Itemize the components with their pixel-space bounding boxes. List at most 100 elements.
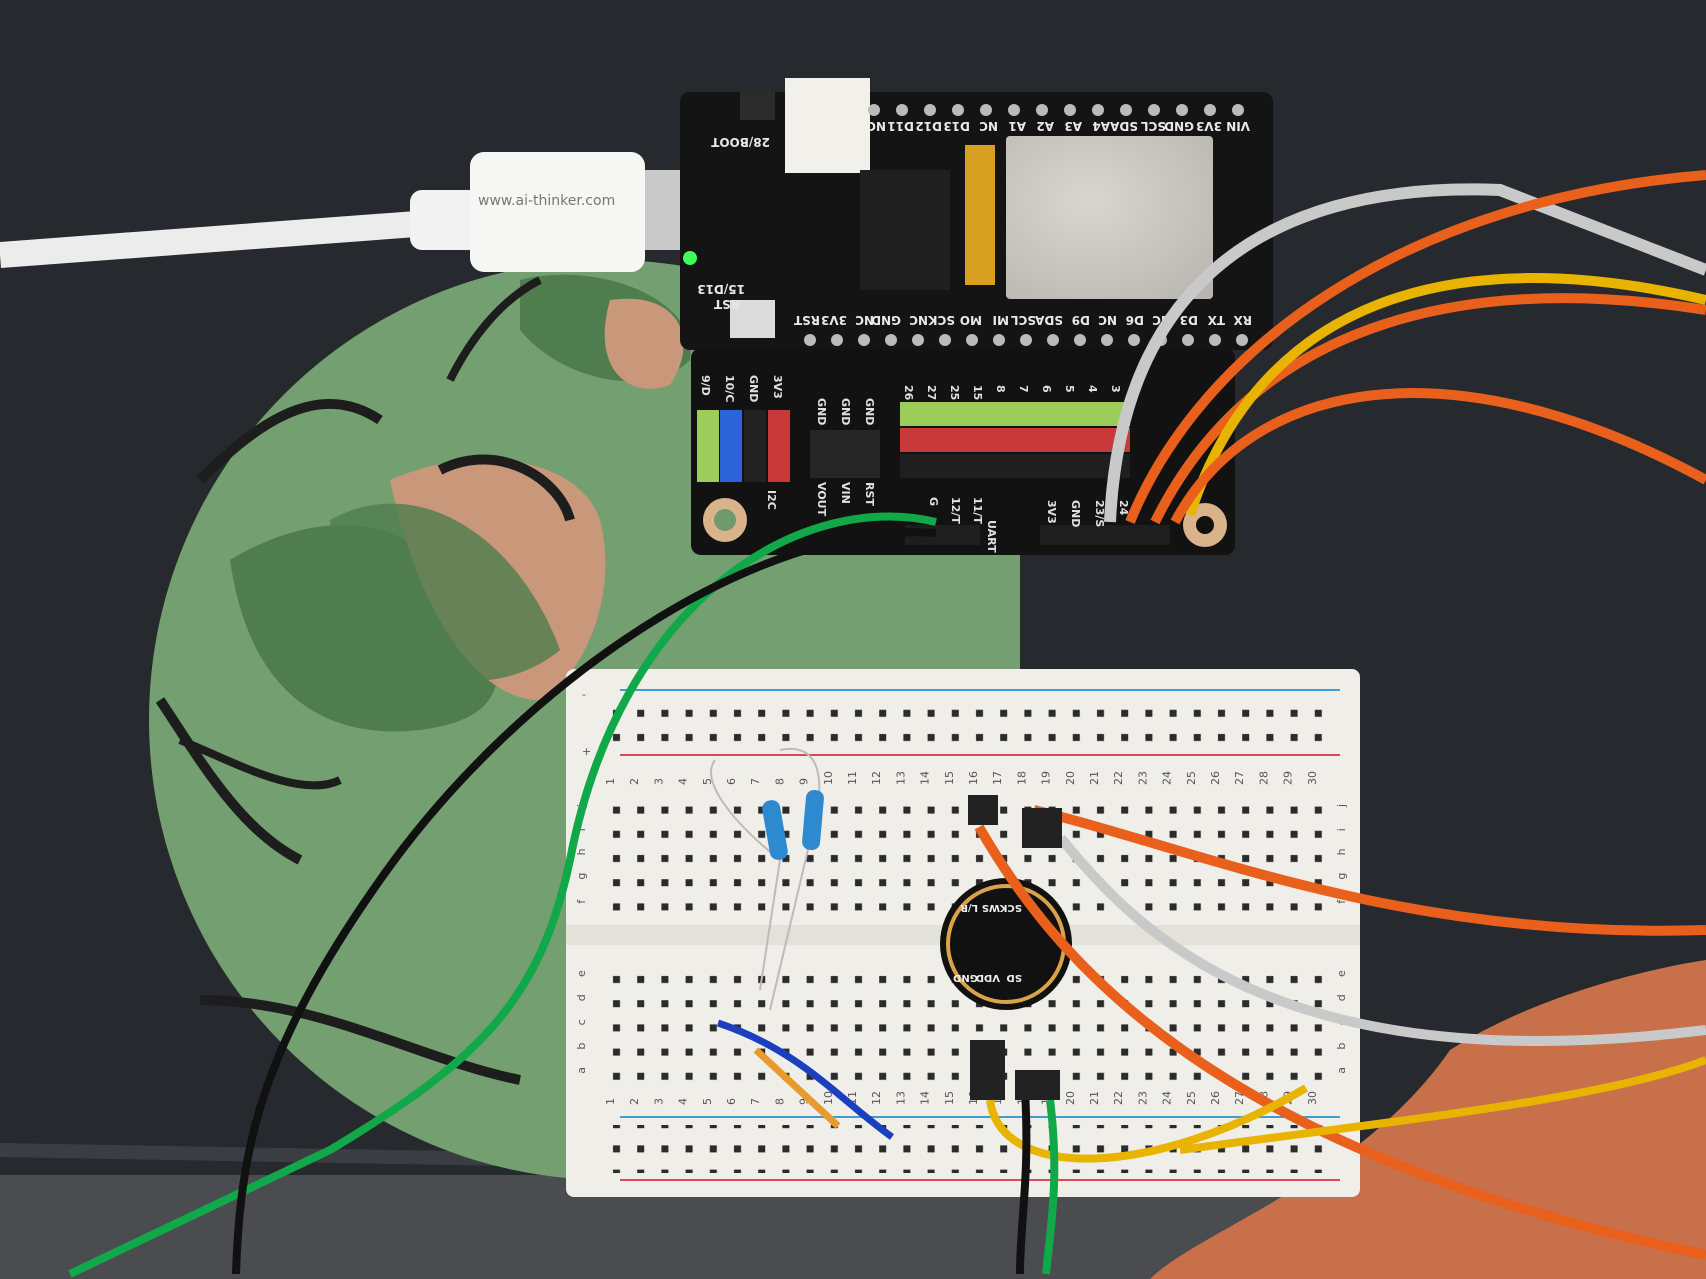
resistor bbox=[769, 747, 824, 1011]
wire-yellow bbox=[986, 1084, 1309, 1163]
pin-label: MO bbox=[960, 313, 982, 327]
rail-minus-label: - bbox=[582, 688, 586, 701]
column-number: 13 bbox=[894, 771, 907, 785]
header-pin bbox=[1176, 104, 1188, 116]
row-letter: d bbox=[1335, 994, 1348, 1001]
pin-label: NC bbox=[979, 119, 998, 133]
column-number: 22 bbox=[1112, 771, 1125, 785]
column-number: 12 bbox=[870, 771, 883, 785]
gpio-label: 4 bbox=[1086, 385, 1099, 393]
wire-orange bbox=[1170, 388, 1706, 525]
pin-label: NC bbox=[855, 313, 874, 327]
column-number: 6 bbox=[725, 1098, 738, 1105]
fpc-connector bbox=[965, 145, 995, 285]
pin-label: TX bbox=[1207, 313, 1225, 327]
header-pin bbox=[896, 104, 908, 116]
pin-label: GND bbox=[871, 313, 901, 327]
wire-orange bbox=[974, 824, 1706, 1260]
uart-pin-label: 12/T bbox=[949, 497, 962, 524]
column-number: 15 bbox=[943, 771, 956, 785]
column-number: 30 bbox=[1306, 1091, 1319, 1105]
column-number: 3 bbox=[652, 1098, 665, 1105]
header-pin bbox=[1232, 104, 1244, 116]
pin-label: SDA bbox=[1034, 313, 1063, 327]
uart-label: UART bbox=[985, 520, 998, 553]
shield-label: 9/D bbox=[699, 375, 712, 396]
wire-orange bbox=[1032, 805, 1706, 936]
header-pin bbox=[1064, 104, 1076, 116]
dupont-connector bbox=[1015, 1070, 1060, 1100]
column-number: 7 bbox=[749, 1098, 762, 1105]
shield-label: GND bbox=[863, 398, 876, 425]
gpio-label: 5 bbox=[1063, 385, 1076, 393]
wire-yellow bbox=[1179, 1056, 1706, 1154]
column-number: 13 bbox=[894, 1091, 907, 1105]
pin-label: D13 bbox=[943, 119, 970, 133]
row-letter: d bbox=[575, 994, 588, 1001]
header-pin bbox=[980, 104, 992, 116]
row-letter: a bbox=[575, 1067, 588, 1074]
column-number: 24 bbox=[1161, 771, 1174, 785]
gpio-label: 25 bbox=[948, 385, 961, 400]
pin-label: D6 bbox=[1126, 313, 1144, 327]
gpio-label: 7 bbox=[1017, 385, 1030, 393]
header-pin bbox=[1008, 104, 1020, 116]
resistor bbox=[710, 759, 788, 991]
dupont-connector bbox=[968, 795, 998, 825]
dev-board: 28/BOOT 15/D13 RST VIN3V3GNDSCLSDAA4A3A2… bbox=[680, 78, 1273, 350]
reset-button[interactable] bbox=[730, 300, 775, 338]
i2c-label: I2C bbox=[765, 490, 778, 510]
column-number: 23 bbox=[1136, 771, 1149, 785]
column-number: 7 bbox=[749, 778, 762, 785]
spi-pin-label: 23/S bbox=[1093, 500, 1106, 527]
column-number: 14 bbox=[919, 771, 932, 785]
column-number: 10 bbox=[822, 771, 835, 785]
column-number: 8 bbox=[773, 778, 786, 785]
column-number: 23 bbox=[1136, 1091, 1149, 1105]
wire-orange bbox=[1150, 293, 1706, 525]
pin-label: A3 bbox=[1064, 119, 1082, 133]
column-number: 1 bbox=[604, 778, 617, 785]
header-pin bbox=[868, 104, 880, 116]
mic-pin-label: L/R bbox=[960, 902, 978, 913]
header-pin bbox=[1128, 334, 1140, 346]
header-pin bbox=[804, 334, 816, 346]
battery-connector bbox=[785, 78, 870, 173]
pin-label: D3 bbox=[1180, 313, 1198, 327]
column-number: 10 bbox=[822, 1091, 835, 1105]
gpio-label: 27 bbox=[925, 385, 938, 400]
header-pin bbox=[1092, 104, 1104, 116]
column-number: 27 bbox=[1233, 771, 1246, 785]
column-number: 2 bbox=[628, 778, 641, 785]
shield-label: 10/C bbox=[723, 375, 736, 402]
esp-module bbox=[1006, 136, 1213, 299]
column-number: 21 bbox=[1088, 771, 1101, 785]
gpio-label: 6 bbox=[1040, 385, 1053, 393]
pin-label: SDA bbox=[1109, 119, 1138, 133]
shield-label: GND bbox=[815, 398, 828, 425]
header-pin bbox=[1047, 334, 1059, 346]
header-pin bbox=[1204, 104, 1216, 116]
pin-label: NC bbox=[1098, 313, 1117, 327]
pin-label: VIN bbox=[1226, 119, 1250, 133]
header-pin bbox=[1148, 104, 1160, 116]
pin-label: 3V3 bbox=[1196, 119, 1222, 133]
pin-label: RST bbox=[793, 313, 820, 327]
row-letter: b bbox=[575, 1043, 588, 1050]
pin-label: SCL bbox=[1141, 119, 1166, 133]
header-pin bbox=[1020, 334, 1032, 346]
boot-button[interactable] bbox=[740, 90, 775, 120]
gpio-label: 26 bbox=[902, 385, 915, 401]
header-pin bbox=[924, 104, 936, 116]
uart-pin-label: G bbox=[927, 497, 940, 506]
uart-pin-label: 11/T bbox=[971, 497, 984, 524]
header-pin bbox=[885, 334, 897, 346]
row-letter: b bbox=[1335, 1043, 1348, 1050]
column-number: 5 bbox=[701, 1098, 714, 1105]
column-number: 5 bbox=[701, 778, 714, 785]
column-number: 14 bbox=[919, 1091, 932, 1105]
header-pin bbox=[912, 334, 924, 346]
mic-pin-label: SD bbox=[1006, 972, 1022, 983]
status-led bbox=[683, 251, 697, 265]
